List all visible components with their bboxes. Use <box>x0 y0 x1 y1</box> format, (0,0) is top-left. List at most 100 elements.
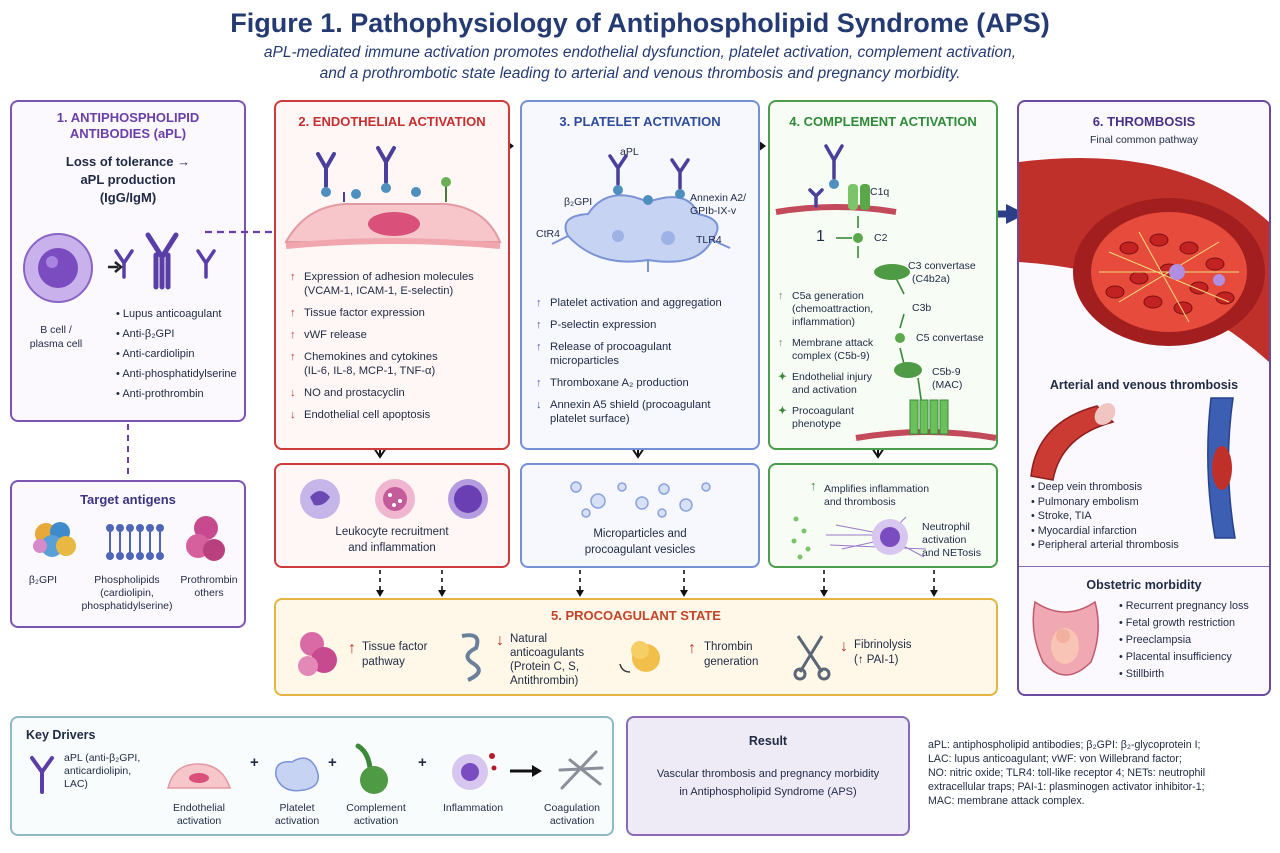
list-item: Fetal growth restriction <box>1119 615 1249 632</box>
fibrinolysis-line1: Fibrinolysis <box>854 639 912 651</box>
panel-result: Result Vascular thrombosis and pregnancy… <box>626 716 910 836</box>
anticoagulant-line1: Natural <box>510 633 548 645</box>
endothelial-cell-icon <box>284 146 502 249</box>
label-c5-convertase: C5 convertase <box>916 332 984 344</box>
vessel-clot-icon <box>1019 158 1269 362</box>
target-label-others: others <box>194 587 224 599</box>
panel-netosis: ↑ Amplifies inflammation and thrombosis … <box>768 463 998 568</box>
endothelial-driver-icon <box>167 763 232 789</box>
list-item: Lupus anticoagulant <box>116 304 237 324</box>
neutrophil-label-line1: Neutrophil <box>922 521 970 533</box>
panel3-heading: 3. PLATELET ACTIVATION <box>559 114 721 129</box>
list-item: Stroke, TIA <box>1031 509 1179 524</box>
panel6-heading: 6. THROMBOSIS <box>1092 114 1196 129</box>
driver-label-3-l1: Complement <box>346 802 406 814</box>
arrow-right-icon <box>510 765 542 777</box>
neutrophil-icon <box>791 516 927 560</box>
list-item: Myocardial infarction <box>1031 524 1179 539</box>
label-mac-line2: (MAC) <box>932 379 963 391</box>
panel1-heading-line2: ANTIBODIES (aPL) <box>69 126 187 141</box>
complement-driver-icon <box>355 743 388 794</box>
key-apl-line1: aPL (anti-β₂GPI, <box>64 752 141 764</box>
tissue-factor-line2: pathway <box>362 656 405 668</box>
driver-label-2-l2: activation <box>274 815 320 827</box>
coagulation-driver-icon <box>558 750 604 790</box>
page-title: Figure 1. Pathophysiology of Antiphospho… <box>230 8 1050 38</box>
list-item: Deep vein thrombosis <box>1031 480 1179 495</box>
target-label-prothrombin: Prothrombin <box>180 574 238 586</box>
anticoagulant-mark: ↓ <box>496 632 504 649</box>
abbrev-line: MAC: membrane attack complex. <box>928 795 1085 807</box>
label-c1q: C1q <box>870 186 890 198</box>
target-label-phospholipids-l2: (cardiolipin, <box>100 587 154 599</box>
label-ctr4: CtR4 <box>536 228 560 240</box>
panel-platelet-activation: 3. PLATELET ACTIVATION aPL β₂GPI Annexin… <box>520 100 760 450</box>
thrombin-line1: Thrombin <box>704 641 753 653</box>
tissue-factor-line1: Tissue factor <box>362 641 428 653</box>
panel-thrombosis: 6. THROMBOSIS Final common pathway Arter… <box>1017 100 1271 696</box>
anticoagulant-icon <box>461 633 481 682</box>
list-item: Placental insufficiency <box>1119 649 1249 666</box>
target-label-phospholipids-l3: phosphatidylserine) <box>81 600 173 612</box>
targets-heading: Target antigens <box>80 492 176 507</box>
panel6-subheading: Final common pathway <box>1090 134 1198 146</box>
subtitle-line-1: aPL-mediated immune activation promotes … <box>263 44 1017 61</box>
label-c3b: C3b <box>912 302 932 314</box>
platelet-driver-icon <box>275 757 319 792</box>
endothelial-effects-list: ↑Expression of adhesion molecules(VCAM-1… <box>290 270 506 430</box>
list-item: Recurrent pregnancy loss <box>1119 598 1249 615</box>
panel1-desc-line3: (IgG/IgM) <box>99 190 157 205</box>
b-cell-label-line1: B cell / <box>40 324 72 336</box>
label-mac-line1: C5b-9 <box>932 366 961 378</box>
obstetric-list: Recurrent pregnancy loss Fetal growth re… <box>1119 598 1249 683</box>
amplify-label-line2: and thrombosis <box>824 496 896 508</box>
panel-endothelial-activation: 2. ENDOTHELIAL ACTIVATION ↑Expression of… <box>274 100 510 450</box>
panel1-desc-line1: Loss of tolerance → <box>65 154 191 169</box>
result-heading: Result <box>748 734 788 748</box>
b-cell-label-line2: plasma cell <box>29 338 83 350</box>
thrombin-mark: ↑ <box>688 640 696 657</box>
label-c3-convertase-line2: (C4b2a) <box>912 273 950 285</box>
result-line2: in Antiphospholipid Syndrome (APS) <box>679 786 857 798</box>
arterial-heading: Arterial and venous thrombosis <box>1049 378 1239 392</box>
panel-antiphospholipid-antibodies: 1. ANTIPHOSPHOLIPID ANTIBODIES (aPL) Los… <box>10 100 246 422</box>
abbreviations: aPL: antiphospholipid antibodies; β₂GPI:… <box>928 738 1276 808</box>
thrombin-icon <box>619 641 660 673</box>
panel-leukocyte-recruitment: Leukocyte recruitment and inflammation <box>274 463 510 568</box>
list-item: ↑C5a generation(chemoattraction,inflamma… <box>778 290 874 328</box>
complement-cascade-icon <box>775 144 997 441</box>
label-annexin-line2: GPIb-IX-v <box>690 205 737 217</box>
list-item: Pulmonary embolism <box>1031 495 1179 510</box>
microparticles-label-line2: procoagulant vesicles <box>584 544 696 556</box>
leukocyte-icons <box>300 479 488 519</box>
amplify-arrow: ↑ <box>810 478 817 493</box>
leukocyte-label-line1: Leukocyte recruitment <box>335 526 449 538</box>
tissue-factor-mark: ↑ <box>348 640 356 657</box>
list-item: ↑Platelet activation and aggregation <box>536 297 722 309</box>
panel1-heading-line1: 1. ANTIPHOSPHOLIPID <box>56 110 200 125</box>
driver-label-5-l1: Coagulation <box>543 802 601 814</box>
panel1-desc-line2: aPL production <box>80 172 176 187</box>
panel-target-antigens: Target antigens β₂GPI Phospholipids (car… <box>10 480 246 628</box>
microparticles-label-line1: Microparticles and <box>593 528 687 540</box>
list-item: Anti-prothrombin <box>116 384 237 404</box>
neutrophil-label-line3: and NETosis <box>922 547 981 559</box>
label-tlr4: TLR4 <box>696 234 722 246</box>
divider <box>1019 566 1269 567</box>
list-item: ↑P-selectin expression <box>536 319 657 331</box>
panel-complement-activation: 4. COMPLEMENT ACTIVATION C1q 1 C2 C3 con… <box>768 100 998 450</box>
result-line1: Vascular thrombosis and pregnancy morbid… <box>656 768 880 780</box>
driver-label-4-l1: Inflammation <box>442 802 504 814</box>
b2gpi-icon <box>33 522 76 557</box>
driver-label-1-l2: activation <box>176 815 222 827</box>
panel4-heading: 4. COMPLEMENT ACTIVATION <box>789 114 977 129</box>
list-item: Stillbirth <box>1119 666 1249 683</box>
uterus-icon <box>1032 600 1099 676</box>
anticoagulant-line3: (Protein C, S, <box>510 661 580 673</box>
plus-sign: + <box>250 754 259 771</box>
